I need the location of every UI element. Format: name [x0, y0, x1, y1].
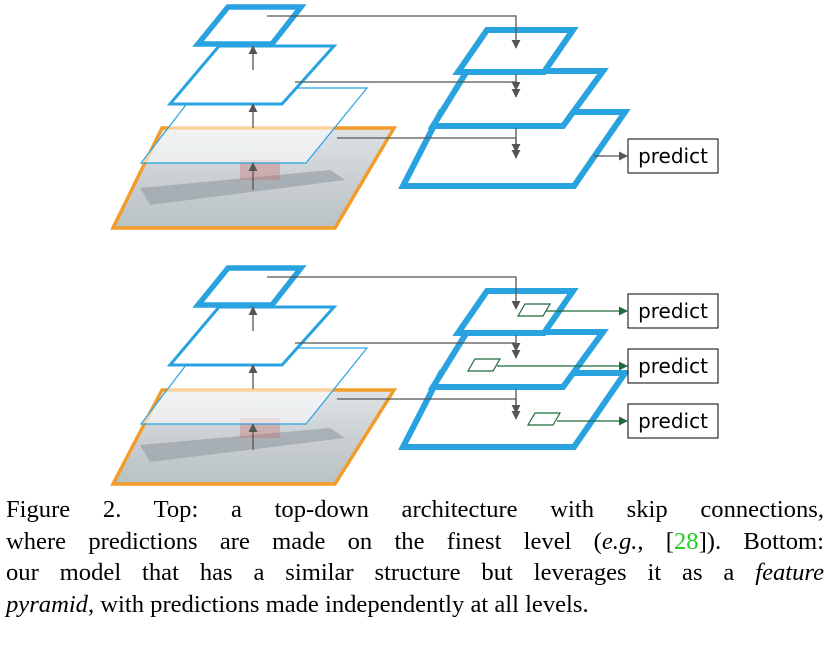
caption-text: our model that has a similar structure b…	[6, 559, 756, 586]
bottom-layer-1	[139, 347, 369, 425]
caption-text: where predictions are made on the finest…	[6, 527, 602, 555]
top-predict-box	[627, 138, 719, 174]
caption-line-4: pyramid, with predictions made independe…	[6, 589, 824, 621]
caption-line-1: Figure 2. Top: a top-down architecture w…	[6, 496, 824, 523]
caption-text: , [	[637, 527, 674, 555]
bottom-predict-box-2	[627, 348, 719, 384]
top-diagram: predict	[110, 4, 719, 230]
citation-link[interactable]: 28	[674, 527, 699, 555]
caption-eg: e.g.	[601, 527, 638, 555]
caption-text: , with predictions made independently at…	[87, 590, 589, 618]
caption-line-3: our model that has a similar structure b…	[6, 557, 824, 589]
top-layer-1	[139, 87, 369, 164]
bottom-right-layer-2	[427, 329, 609, 390]
figure-caption: Figure 2. Top: a top-down architecture w…	[6, 494, 824, 620]
top-right-layer-2	[427, 68, 609, 129]
bottom-right-layer-3	[452, 288, 579, 336]
bottom-predict-box-1	[627, 293, 719, 329]
bottom-diagram: predict predict predict	[110, 265, 719, 486]
top-layer-3	[192, 4, 307, 47]
top-right-layer-3	[452, 27, 579, 75]
top-layer-2	[166, 44, 338, 106]
caption-text: ]). Bottom:	[698, 527, 824, 555]
bottom-predict-label-2: predict	[638, 354, 708, 378]
bottom-predict-box-3	[627, 403, 719, 439]
bottom-predict-label-3: predict	[638, 409, 708, 433]
bottom-predict-label-1: predict	[638, 299, 708, 323]
top-predict-label: predict	[638, 144, 708, 168]
caption-line-2: where predictions are made on the finest…	[6, 526, 824, 558]
caption-emphasis: pyramid	[6, 590, 88, 618]
bottom-region-box-2	[466, 358, 502, 372]
bottom-region-box-1	[516, 303, 552, 317]
caption-emphasis: feature	[755, 559, 824, 586]
bottom-layer-3	[192, 265, 307, 308]
architecture-diagram: predict predict predict	[110, 4, 719, 486]
bottom-layer-2	[166, 305, 338, 367]
bottom-region-box-3	[526, 412, 562, 426]
